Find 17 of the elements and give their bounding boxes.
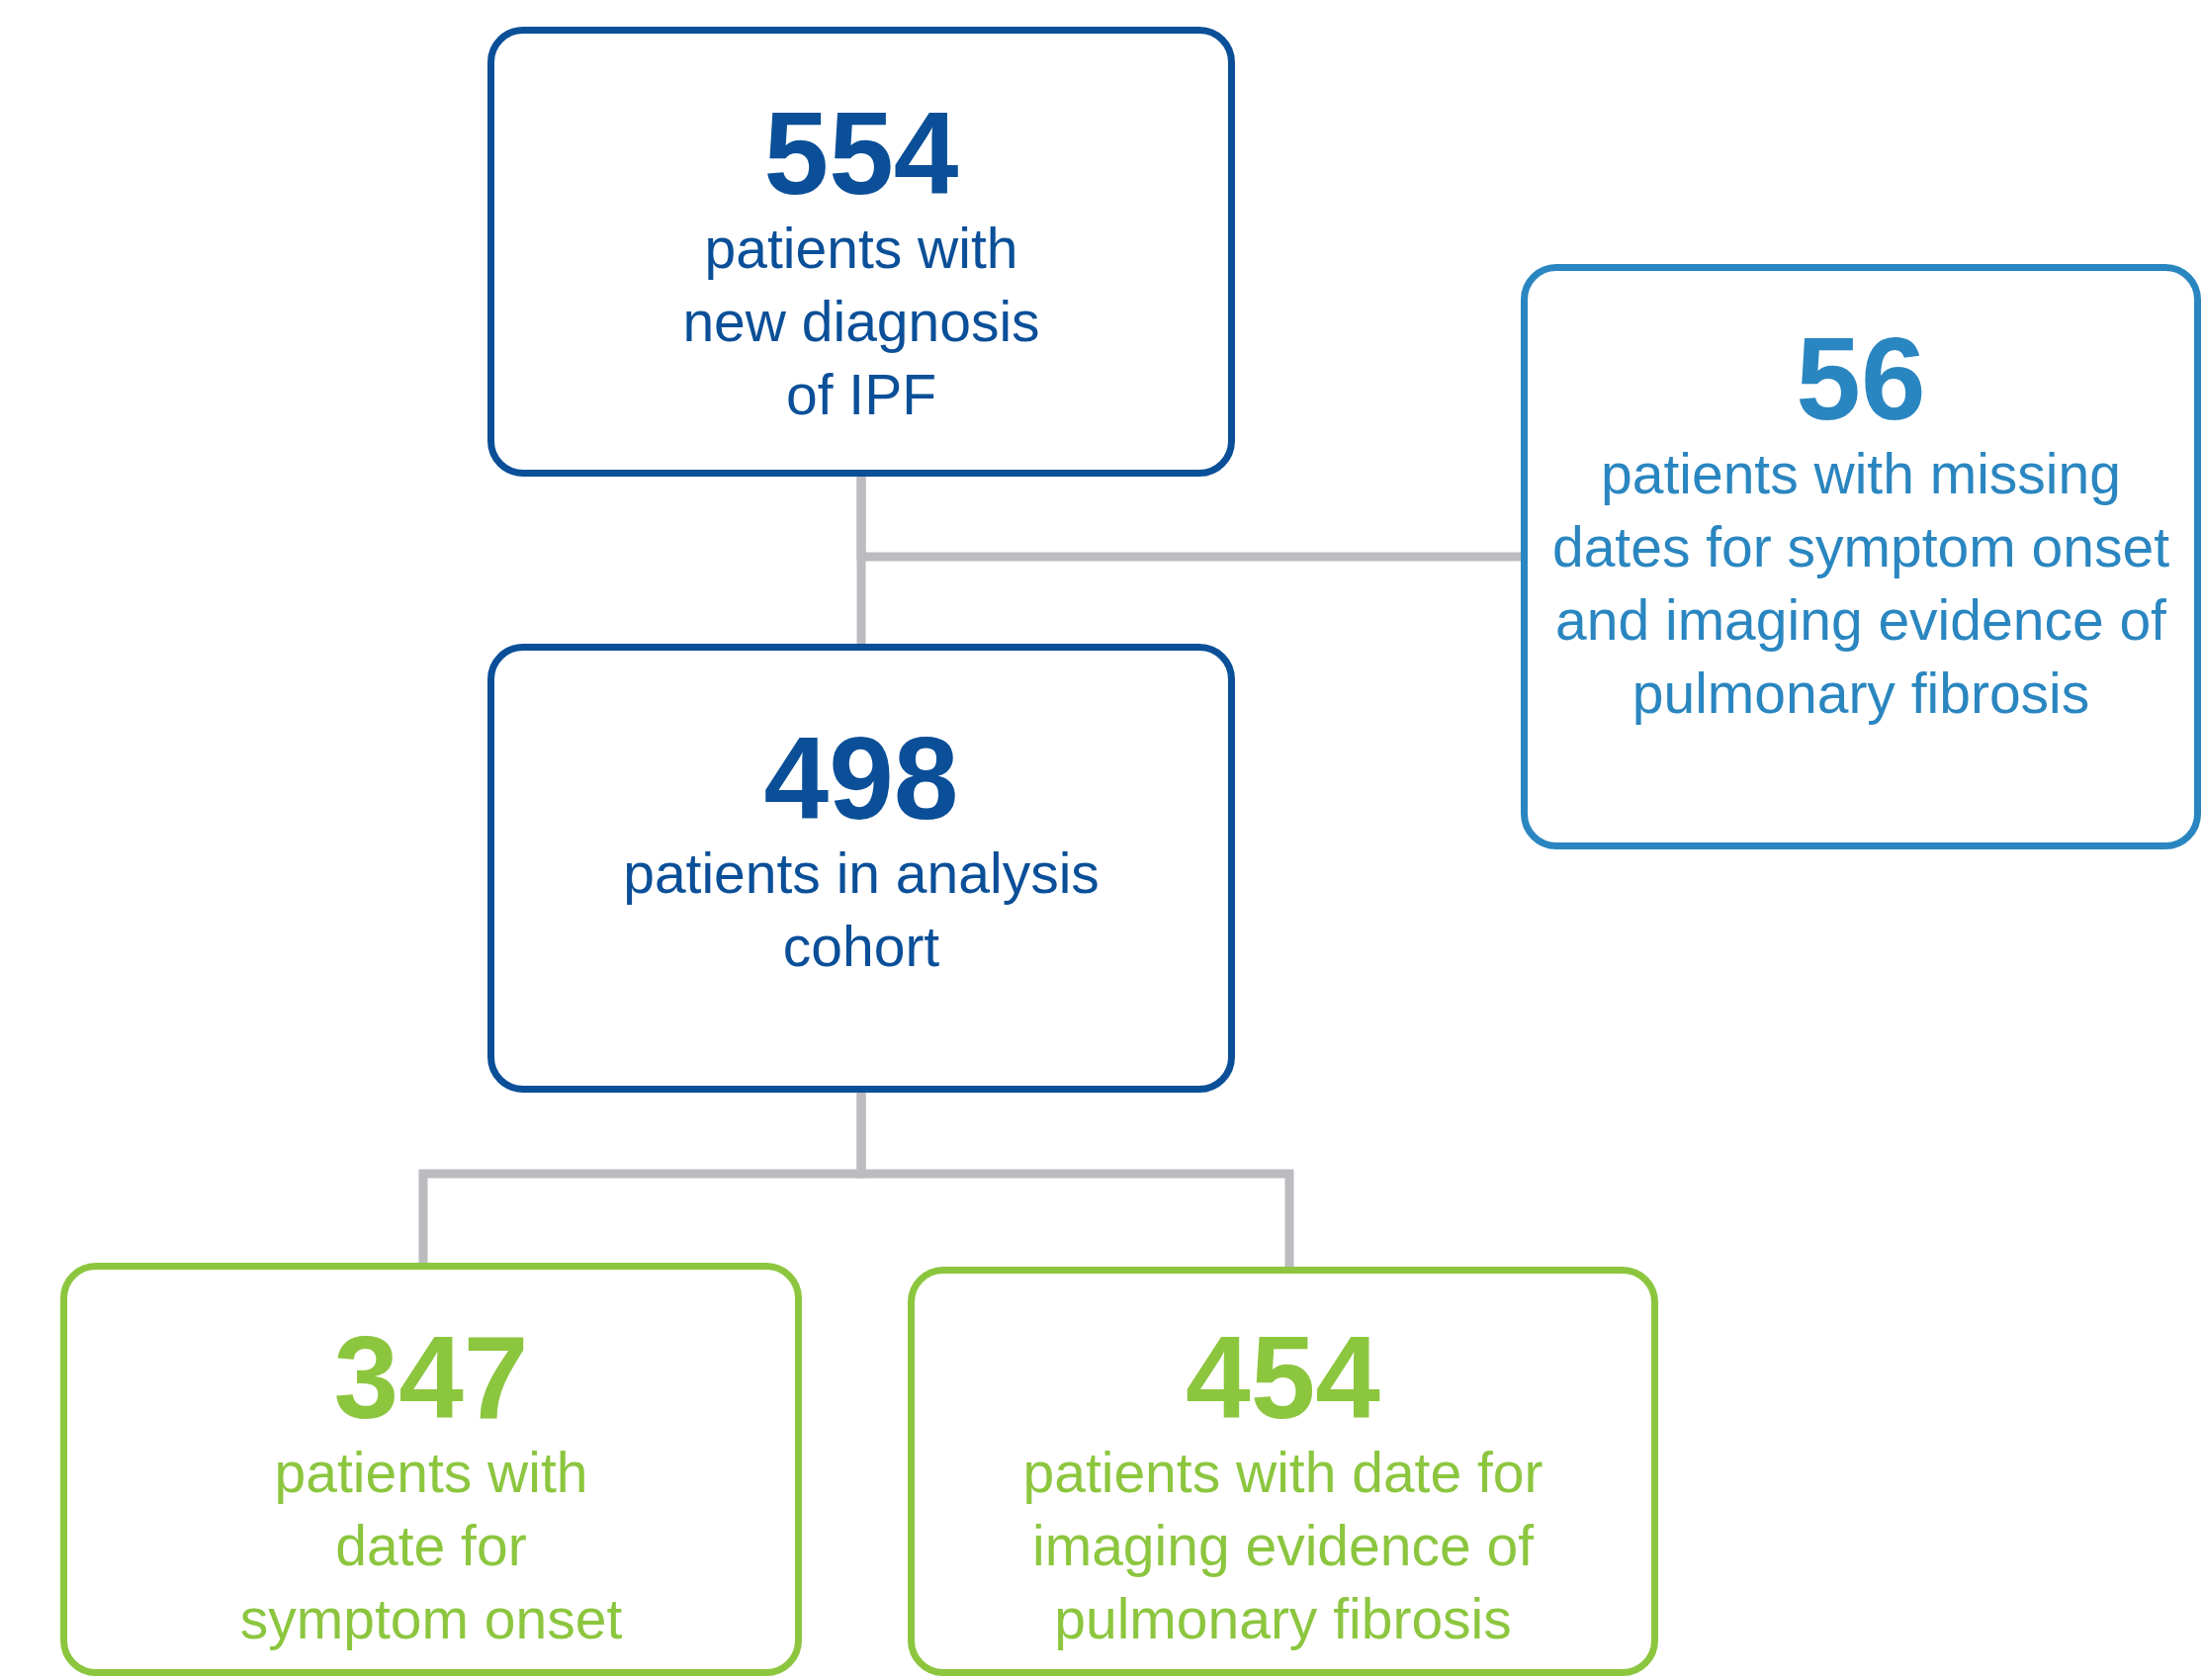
count-box xyxy=(60,1263,802,1676)
patient-count: 56 xyxy=(1796,320,1926,437)
count-box xyxy=(487,644,1235,1093)
connector-line xyxy=(856,1093,1294,1267)
count-description: patients in analysis cohort xyxy=(622,840,1101,981)
count-box xyxy=(487,27,1235,477)
count-description: patients with missing dates for symptom onset and imaging evidence of pulmonary fibrosis xyxy=(1550,441,2171,728)
count-box xyxy=(908,1267,1658,1676)
connector-line xyxy=(856,477,1521,562)
patient-count: 554 xyxy=(763,95,959,212)
patient-count: 454 xyxy=(1186,1319,1380,1436)
patient-count: 347 xyxy=(333,1319,529,1436)
patient-count: 498 xyxy=(763,720,959,837)
count-description: patients with date for symptom onset xyxy=(238,1440,624,1653)
count-description: patients with new diagnosis of IPF xyxy=(681,216,1041,429)
count-description: patients with date for imaging evidence of pulmonary fibrosis xyxy=(1021,1440,1544,1653)
count-box xyxy=(1521,264,2201,849)
